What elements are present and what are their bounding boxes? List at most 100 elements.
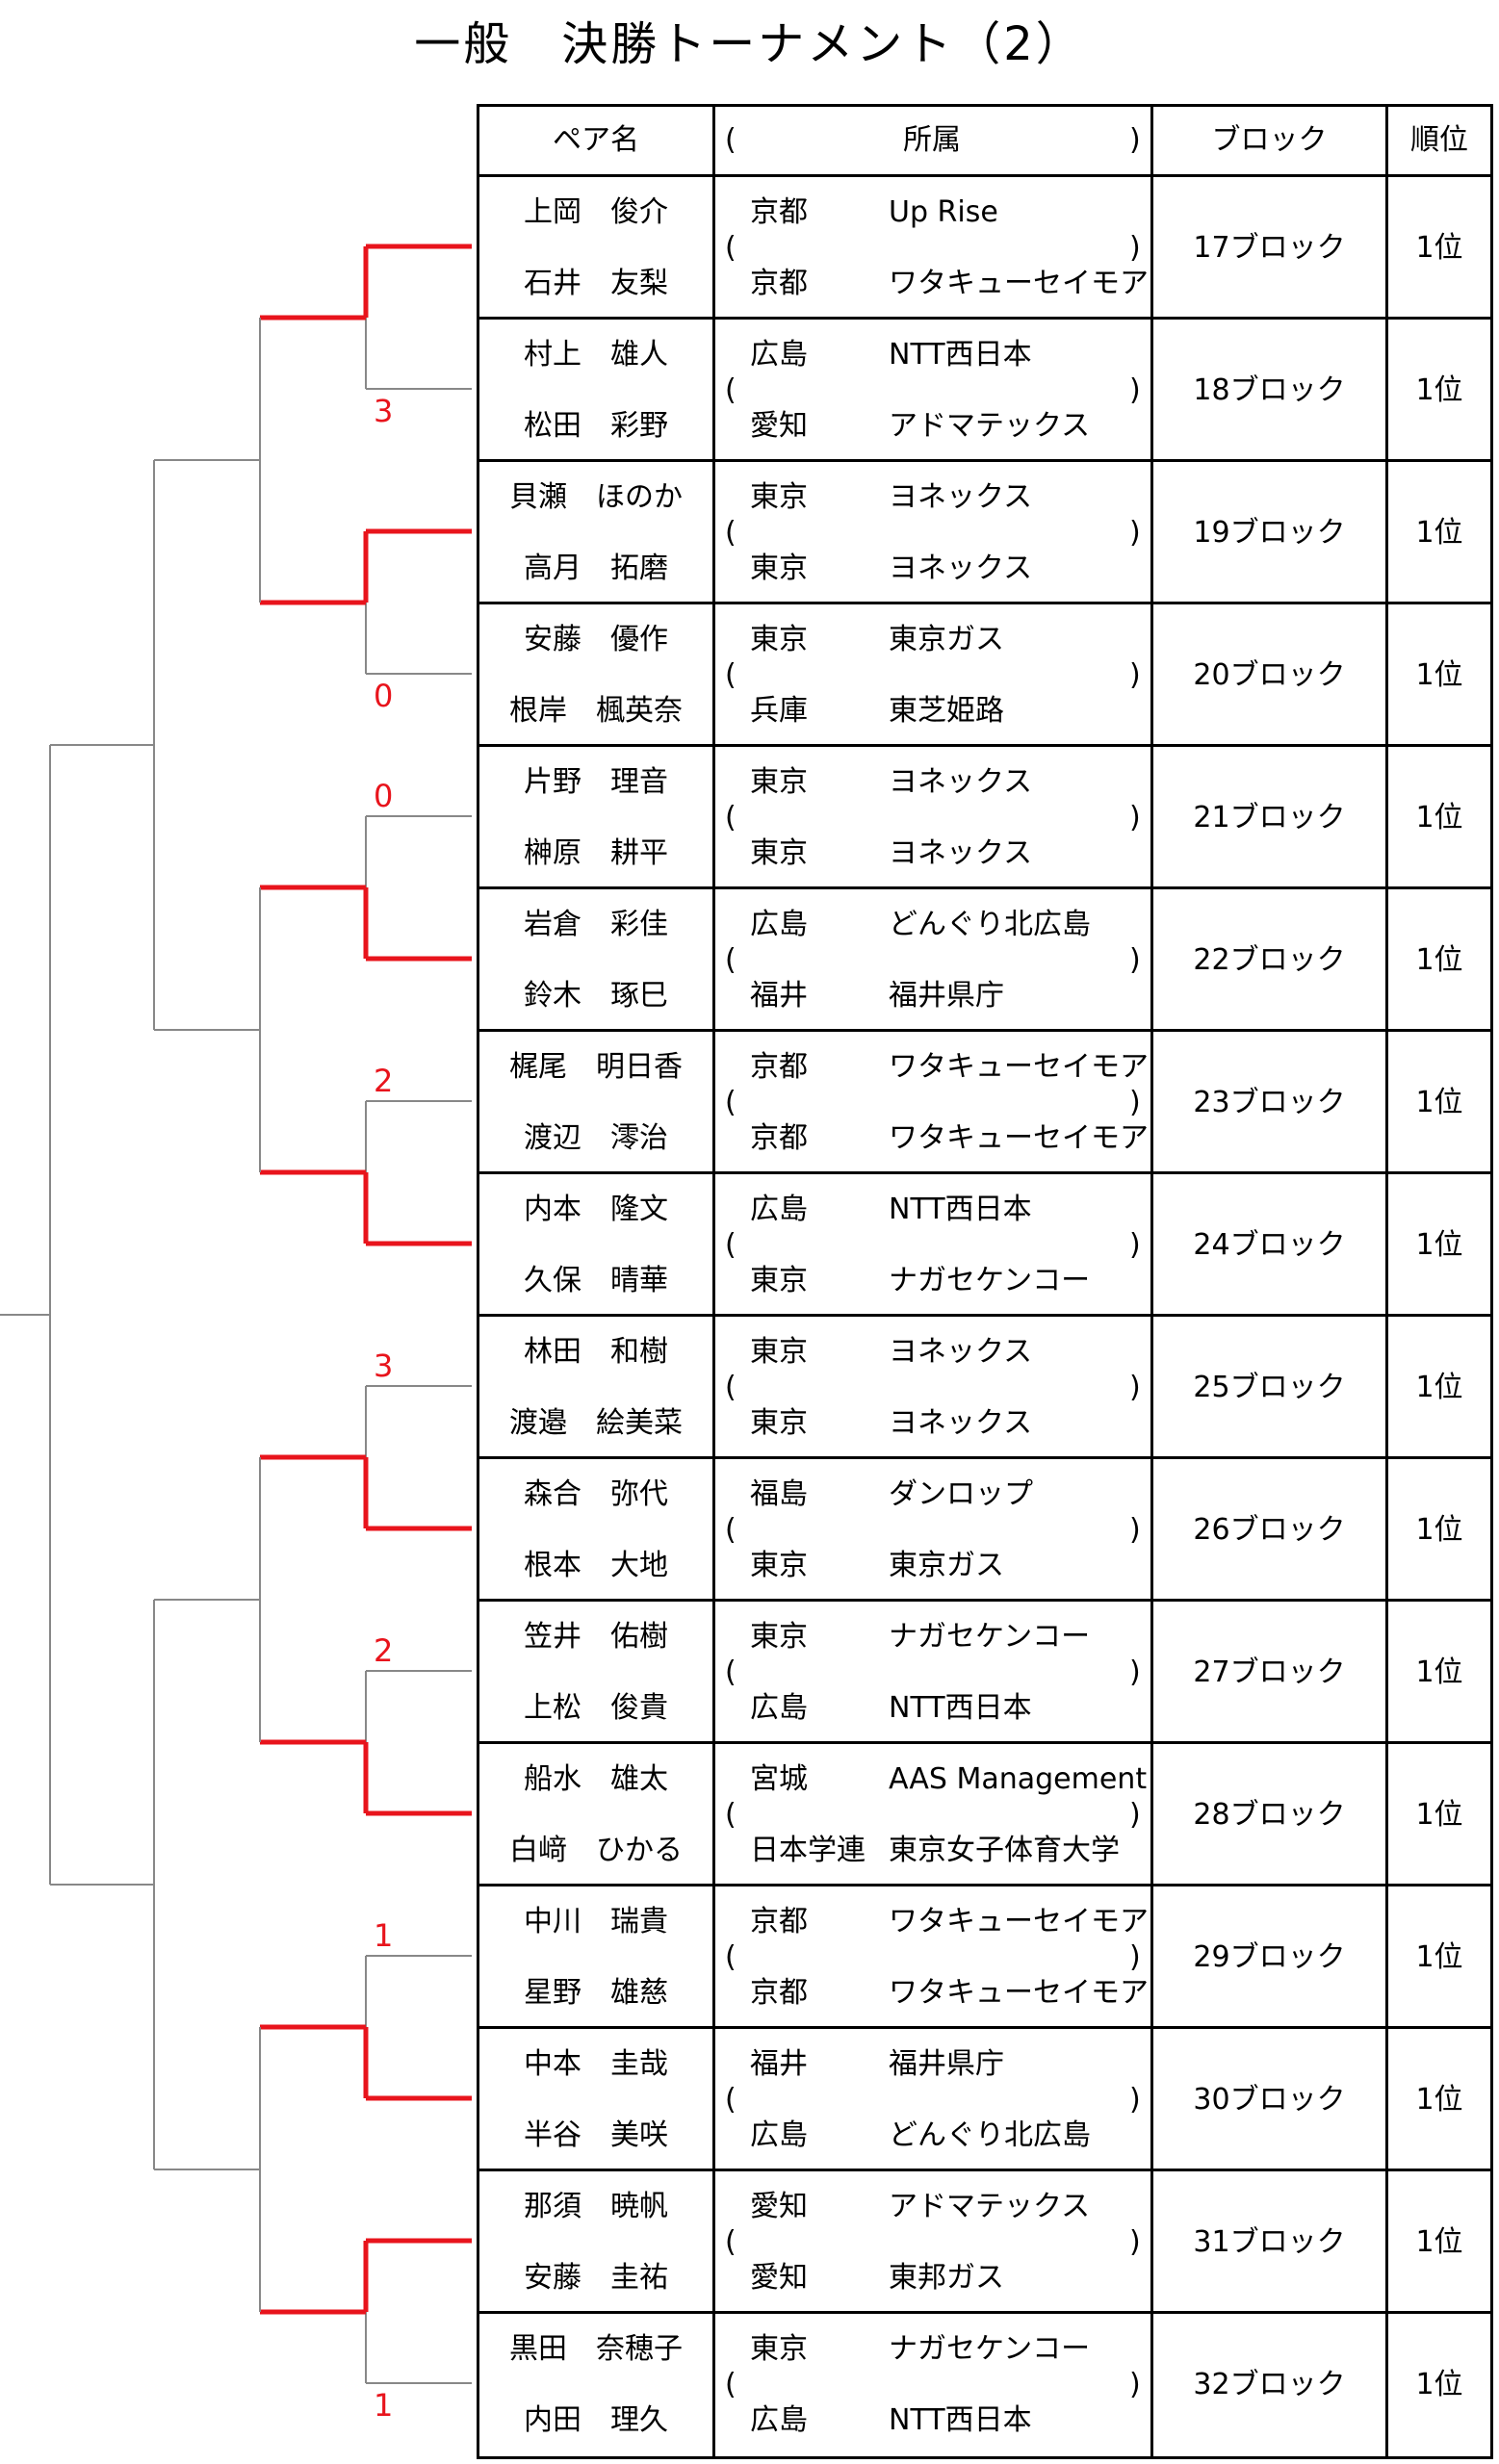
block-label: 27ブロック xyxy=(1193,1656,1346,1689)
rank-cell: 1位 xyxy=(1388,1602,1490,1741)
header-affiliation: 所属 xyxy=(903,123,961,157)
club-name: ワタキューセイモア xyxy=(889,1050,1149,1084)
affiliation-cell: 京都ワタキューセイモア()京都ワタキューセイモア xyxy=(715,1886,1153,2026)
rank-label: 1位 xyxy=(1415,1228,1463,1262)
prefecture: 東京 xyxy=(750,1264,808,1297)
table-header: ペア名 ( 所属 ) ブロック 順位 xyxy=(479,107,1490,177)
paren-close: ) xyxy=(1129,801,1141,834)
club-name: ワタキューセイモア xyxy=(889,1976,1149,2010)
rank-label: 1位 xyxy=(1415,1798,1463,1832)
player-name: 船水 雄太 xyxy=(524,1762,668,1796)
rank-label: 1位 xyxy=(1415,231,1463,265)
club-name: ワタキューセイモア xyxy=(889,1121,1149,1155)
rank-label: 1位 xyxy=(1415,1513,1463,1547)
affiliation-cell: 東京東京ガス()兵庫東芝姫路 xyxy=(715,604,1153,744)
block-cell: 19ブロック xyxy=(1153,462,1388,602)
prefecture: 東京 xyxy=(750,1335,808,1369)
club-name: 東京ガス xyxy=(889,1549,1004,1582)
player-name: 中本 圭哉 xyxy=(524,2047,668,2081)
pair-name-cell: 那須 暁帆安藤 圭祐 xyxy=(479,2171,715,2311)
rank-cell: 1位 xyxy=(1388,889,1490,1029)
prefecture: 東京 xyxy=(750,552,808,585)
paren-close: ) xyxy=(1129,1228,1141,1262)
prefecture: 東京 xyxy=(750,1406,808,1440)
player-name: 上岡 俊介 xyxy=(524,195,668,229)
block-cell: 21ブロック xyxy=(1153,747,1388,886)
match-score: 2 xyxy=(374,1063,393,1099)
rank-cell: 1位 xyxy=(1388,604,1490,744)
paren-close: ) xyxy=(1129,1513,1141,1547)
affiliation-cell: 東京ヨネックス()東京ヨネックス xyxy=(715,747,1153,886)
paren-open: ( xyxy=(725,1940,737,1974)
affiliation-cell: 東京ヨネックス()東京ヨネックス xyxy=(715,462,1153,602)
block-label: 28ブロック xyxy=(1193,1798,1346,1832)
prefecture: 福井 xyxy=(750,2047,808,2081)
pair-name-cell: 笠井 佑樹上松 俊貴 xyxy=(479,1602,715,1741)
header-block-cell: ブロック xyxy=(1153,107,1388,174)
player-name: 村上 雄人 xyxy=(524,338,668,372)
club-name: ヨネックス xyxy=(889,1406,1033,1440)
paren-close: ) xyxy=(1129,2225,1141,2259)
rank-cell: 1位 xyxy=(1388,747,1490,886)
paren-close: ) xyxy=(1129,943,1141,977)
block-label: 19ブロック xyxy=(1193,516,1346,550)
club-name: ヨネックス xyxy=(889,765,1033,799)
prefecture: 東京 xyxy=(750,623,808,656)
rank-cell: 1位 xyxy=(1388,462,1490,602)
header-paren-open: ( xyxy=(725,123,737,157)
pair-name-cell: 安藤 優作根岸 楓英奈 xyxy=(479,604,715,744)
header-pair: ペア名 xyxy=(553,123,639,157)
paren-open: ( xyxy=(725,943,737,977)
club-name: どんぐり北広島 xyxy=(889,908,1091,941)
club-name: 東京ガス xyxy=(889,623,1004,656)
header-block: ブロック xyxy=(1211,123,1328,157)
club-name: Up Rise xyxy=(889,195,998,229)
block-cell: 23ブロック xyxy=(1153,1032,1388,1171)
paren-close: ) xyxy=(1129,516,1141,550)
rank-label: 1位 xyxy=(1415,1940,1463,1974)
block-label: 20ブロック xyxy=(1193,658,1346,692)
player-name: 那須 暁帆 xyxy=(524,2190,668,2223)
paren-close: ) xyxy=(1129,658,1141,692)
block-cell: 26ブロック xyxy=(1153,1459,1388,1599)
paren-open: ( xyxy=(725,1086,737,1119)
rank-cell: 1位 xyxy=(1388,1744,1490,1884)
prefecture: 京都 xyxy=(750,267,808,300)
prefecture: 京都 xyxy=(750,1905,808,1938)
club-name: 東邦ガス xyxy=(889,2261,1004,2295)
rank-label: 1位 xyxy=(1415,516,1463,550)
club-name: アドマテックス xyxy=(889,2190,1091,2223)
club-name: NTT西日本 xyxy=(889,338,1032,372)
block-cell: 17ブロック xyxy=(1153,177,1388,317)
prefecture: 京都 xyxy=(750,195,808,229)
block-cell: 29ブロック xyxy=(1153,1886,1388,2026)
prefecture: 東京 xyxy=(750,1620,808,1654)
rank-label: 1位 xyxy=(1415,658,1463,692)
player-name: 渡辺 澪治 xyxy=(524,1121,668,1155)
prefecture: 東京 xyxy=(750,1549,808,1582)
affiliation-cell: 福井福井県庁()広島どんぐり北広島 xyxy=(715,2029,1153,2169)
player-name: 岩倉 彩佳 xyxy=(524,908,668,941)
prefecture: 愛知 xyxy=(750,409,808,443)
paren-open: ( xyxy=(725,2368,737,2401)
prefecture: 東京 xyxy=(750,480,808,514)
club-name: ナガセケンコー xyxy=(889,2332,1091,2366)
player-name: 笠井 佑樹 xyxy=(524,1620,668,1654)
prefecture: 愛知 xyxy=(750,2261,808,2295)
affiliation-cell: 福島ダンロップ()東京東京ガス xyxy=(715,1459,1153,1599)
player-name: 貝瀬 ほのか xyxy=(509,480,683,514)
block-cell: 25ブロック xyxy=(1153,1317,1388,1456)
player-name: 片野 理音 xyxy=(524,765,668,799)
pair-name-cell: 村上 雄人松田 彩野 xyxy=(479,320,715,459)
match-score: 3 xyxy=(374,393,393,429)
